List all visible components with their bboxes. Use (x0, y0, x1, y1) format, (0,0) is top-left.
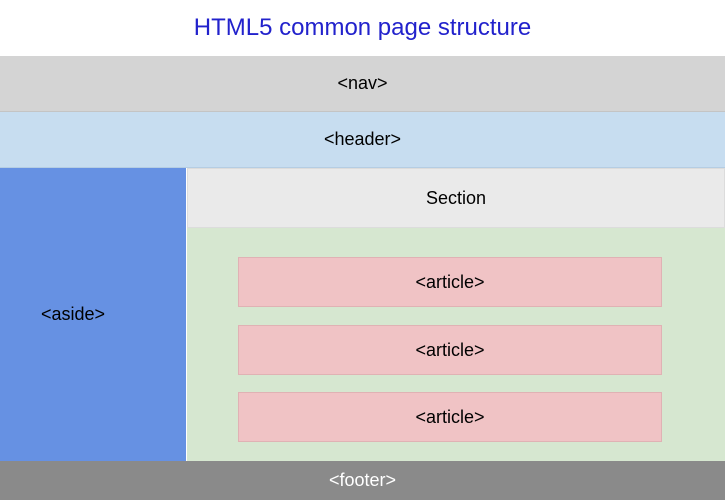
nav-label: <nav> (337, 73, 388, 93)
section-label: Section (425, 187, 487, 208)
header-block: <header> (0, 112, 725, 168)
footer-block: <footer> (0, 461, 725, 500)
article-label-3: <article> (415, 406, 485, 427)
section-header-block: Section (187, 168, 725, 228)
aside-block: <aside> (0, 168, 186, 461)
aside-label: <aside> (41, 304, 106, 324)
article-label-2: <article> (415, 339, 485, 360)
nav-block: <nav> (0, 56, 725, 112)
diagram-title: HTML5 common page structure (193, 14, 532, 41)
footer-label: <footer> (328, 470, 397, 490)
header-label: <header> (323, 129, 402, 149)
article-block-3: <article> (238, 392, 662, 442)
article-label-1: <article> (415, 271, 485, 292)
article-block-1: <article> (238, 257, 662, 307)
article-block-2: <article> (238, 325, 662, 375)
